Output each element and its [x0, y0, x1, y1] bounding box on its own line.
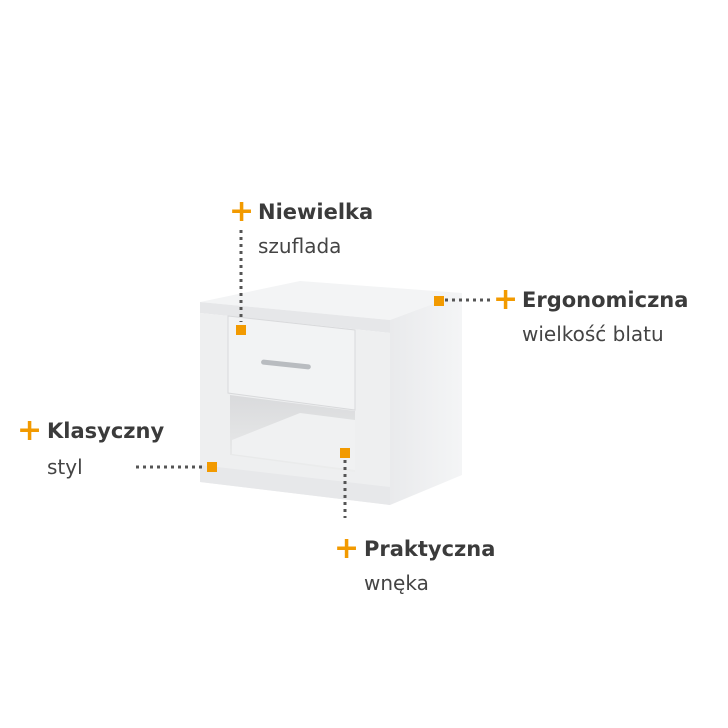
side-panel — [390, 293, 462, 505]
feature-title: Praktyczna — [364, 537, 496, 561]
feature-subtitle: styl — [47, 455, 83, 479]
plinth — [200, 465, 390, 505]
leader-lines — [136, 230, 492, 518]
feature-subtitle: wnęka — [364, 571, 429, 595]
feature-top: Ergonomiczna wielkość blatu — [522, 287, 688, 347]
top-edge — [200, 302, 390, 333]
feature-drawer: Niewielka szuflada — [258, 199, 373, 259]
feature-title: Ergonomiczna — [522, 288, 689, 312]
feature-title: Niewielka — [258, 200, 374, 224]
marker-points — [207, 296, 444, 472]
feature-subtitle: wielkość blatu — [522, 322, 664, 346]
feature-niche: Praktyczna wnęka — [364, 536, 495, 596]
plus-icon: + — [229, 194, 255, 229]
plus-icon: + — [493, 282, 519, 317]
niche-shelf — [232, 413, 355, 470]
top-surface — [200, 281, 462, 320]
feature-title: Klasyczny — [47, 419, 165, 443]
plus-icon: + — [17, 413, 43, 448]
feature-subtitle: szuflada — [258, 234, 342, 258]
plus-icon: + — [334, 531, 360, 566]
feature-style: Klasyczny styl — [47, 418, 164, 480]
drawer-handle — [261, 359, 311, 370]
nightstand — [200, 281, 462, 505]
